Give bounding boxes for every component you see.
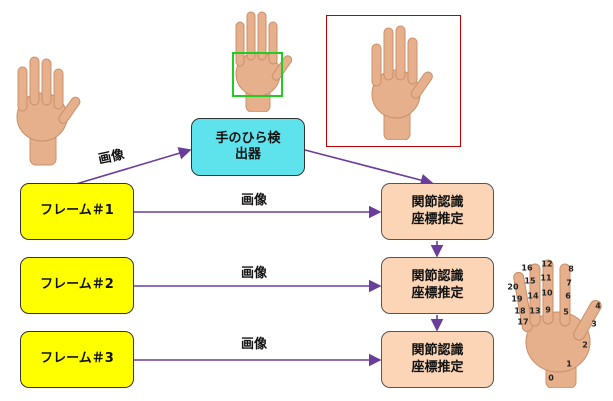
keypoint-label: 8 — [568, 264, 574, 274]
keypoint-label: 9 — [545, 305, 551, 315]
joint-pose-box-3: 関節認識 座標推定 — [381, 331, 494, 388]
keypoint-label: 11 — [540, 273, 552, 283]
keypoint-label: 2 — [582, 340, 588, 350]
arrow-detector-to-pose1 — [304, 149, 434, 187]
keypoint-label: 7 — [566, 278, 572, 288]
keypoint-label: 16 — [521, 263, 533, 273]
roi-crop-frame — [326, 15, 461, 147]
arrow-frame1-to-detector — [75, 147, 192, 185]
keypoint-label: 15 — [524, 276, 536, 286]
keypoint-label: 5 — [563, 307, 569, 317]
keypoint-label: 13 — [529, 306, 541, 316]
palm-detector-box: 手のひら検 出器 — [191, 118, 305, 176]
edge-label-image: 画像 — [241, 193, 268, 208]
hand-photo-input — [16, 56, 81, 166]
palm-bounding-box — [232, 52, 283, 97]
hand-keypoints-photo — [513, 259, 602, 388]
hand-photo-detected — [235, 11, 292, 112]
keypoint-label: 0 — [548, 373, 554, 383]
hand-photo-cropped — [371, 25, 433, 140]
keypoint-label: 20 — [507, 282, 519, 292]
keypoint-label: 10 — [541, 288, 553, 298]
keypoint-label: 12 — [541, 259, 553, 269]
keypoint-label: 19 — [511, 294, 523, 304]
keypoint-label: 6 — [565, 291, 571, 301]
keypoint-label: 17 — [517, 317, 529, 327]
frame-3-box: フレーム＃3 — [20, 331, 134, 388]
joint-pose-box-1: 関節認識 座標推定 — [381, 183, 494, 240]
keypoint-label: 18 — [514, 306, 526, 316]
frame-2-box: フレーム＃2 — [20, 257, 134, 314]
keypoint-label: 1 — [566, 359, 572, 369]
edge-label-image: 画像 — [241, 337, 268, 352]
joint-pose-box-2: 関節認識 座標推定 — [381, 257, 494, 314]
frame-1-box: フレーム＃1 — [20, 183, 134, 240]
keypoint-label: 3 — [591, 319, 597, 329]
keypoint-label: 14 — [527, 291, 539, 301]
edge-label-image: 画像 — [241, 266, 268, 281]
keypoint-label: 4 — [595, 301, 601, 311]
